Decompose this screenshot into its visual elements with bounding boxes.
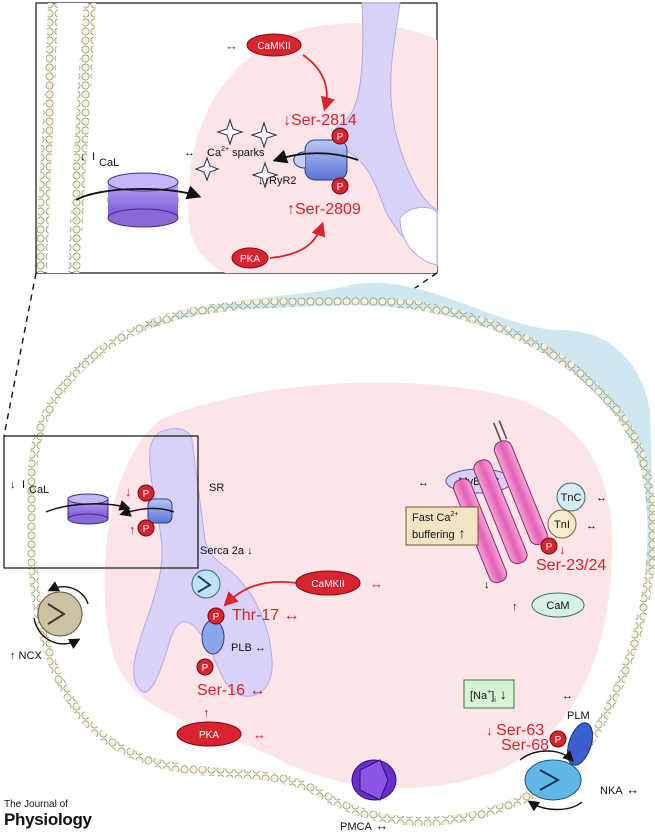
tnc-arrow: ↔ <box>596 492 607 504</box>
inset-ser2809: ↑Ser-2809 <box>287 201 361 218</box>
cell-ltype-channel <box>45 493 131 525</box>
spark-stars <box>194 118 279 189</box>
svg-text:P: P <box>555 735 562 746</box>
inset-phospho-bottom <box>331 177 349 195</box>
cell-phospho-ryr-top <box>137 484 155 502</box>
inset-ryr2-channel: P P <box>272 127 359 195</box>
cam-arrow: ↑ <box>512 601 518 613</box>
inset-ser2814: ↓Ser-2814 <box>283 112 357 129</box>
inset-phospho-top <box>331 127 349 145</box>
cell-pka-arrow: ↔ <box>253 727 266 742</box>
camkii-to-plb-arrow <box>223 581 298 607</box>
inset-camkii-pill <box>246 33 302 57</box>
journal-logo-line1: The Journal of <box>4 799 68 810</box>
tnc-subunit <box>556 482 586 512</box>
svg-text:P: P <box>143 489 150 500</box>
thr17-label: Thr-17 ↔ <box>232 607 300 624</box>
inset-ical-arrow: ↓ <box>80 151 86 163</box>
ser68-label: Ser-68 <box>501 737 549 754</box>
phospho-ser16 <box>196 658 214 676</box>
myofilament-down-arrow: ↓ <box>484 579 490 591</box>
pmca-label: PMCA ↔ <box>340 818 388 833</box>
inset-camkii-to-ryr-arrow <box>302 54 335 112</box>
journal-logo-line2: Physiology <box>4 810 92 829</box>
zoom-box <box>3 435 199 569</box>
svg-text:P: P <box>337 182 344 193</box>
cell-ical-label: I <box>22 479 25 491</box>
inset-panel: ↓ I CaL ↔ Ca2+ sparks ↔ CaMKII ↓Ser-2814… <box>35 2 438 274</box>
cell-pka-label: PKA <box>199 730 219 741</box>
phospho-plm <box>549 730 567 748</box>
ncx-exchanger <box>33 581 89 649</box>
cell-camkii-arrow: ↔ <box>370 576 383 591</box>
pka-up-arrow: ↑ <box>203 705 210 720</box>
cell-ryr2-channel: ↓ P ↑ P <box>119 484 175 537</box>
svg-text:P: P <box>546 542 553 553</box>
tni-arrow: ↔ <box>586 520 597 532</box>
cell-camkii-label: CaMKII <box>311 579 344 590</box>
na-label: [Na+]i ↓ <box>470 686 507 704</box>
cell-phospho-ryr-bottom <box>137 519 155 537</box>
ncx-label: ↑ NCX <box>10 650 42 662</box>
inset-pka-label: PKA <box>240 254 260 265</box>
inset-ical-label: I <box>92 151 95 163</box>
tni-down-arrow: ↓ <box>559 542 566 557</box>
thin-filament <box>453 420 548 584</box>
buffering-line2: buffering ↑ <box>412 525 466 541</box>
tni-label: TnI <box>554 519 570 531</box>
na-box <box>463 679 515 709</box>
cell-pka-pill <box>176 721 242 747</box>
zoom-line-left <box>3 272 37 437</box>
phospho-thr17 <box>207 607 225 625</box>
buffering-box <box>405 506 479 546</box>
svg-text:↓: ↓ <box>125 484 132 499</box>
inset-ical-sub: CaL <box>99 157 119 169</box>
sr-label: SR <box>209 482 224 494</box>
svg-text:P: P <box>143 524 150 535</box>
inset-sparks-label: Ca2+ sparks <box>207 146 265 159</box>
mybpc-arrow: ↔ <box>418 477 429 489</box>
phospho-tni <box>540 537 558 555</box>
cell-camkii-pill <box>295 570 361 596</box>
journal-logo: The Journal of Physiology <box>4 799 92 829</box>
nka-pump <box>519 750 583 812</box>
svg-text:P: P <box>202 663 209 674</box>
ser63-label: ↓ Ser-63 <box>486 722 544 739</box>
inset-pka-pill <box>231 247 269 269</box>
cell-ical-arrow: ↓ <box>10 479 16 491</box>
tnc-label: TnC <box>561 492 582 504</box>
inset-ryr2-label: ↓↓RyR2 <box>258 175 297 187</box>
serca-label: Serca 2a ↓ <box>200 545 253 557</box>
nka-label: NKA ↔ <box>600 782 639 797</box>
inset-sparks-arrows: ↔ <box>184 147 195 159</box>
svg-text:P: P <box>337 132 344 143</box>
inset-pka-to-ryr-arrow <box>269 221 326 259</box>
buffering-line1: Fast Ca2+ <box>412 511 459 524</box>
svg-text:↑: ↑ <box>129 522 136 537</box>
plm-arrow: ↔ <box>562 690 573 702</box>
plb-protein: P P <box>196 607 225 676</box>
inset-ltype-channel <box>75 172 202 228</box>
tni-subunit <box>547 509 577 539</box>
cam-pill <box>531 592 585 618</box>
inset-camkii-arrow: ↔ <box>225 38 238 53</box>
cell-ical-sub: CaL <box>29 484 49 496</box>
ser16-label: Ser-16 ↔ <box>197 682 265 699</box>
svg-text:P: P <box>213 612 220 623</box>
cam-label: CaM <box>546 600 569 612</box>
pmca-pump <box>351 759 397 801</box>
inset-camkii-label: CaMKII <box>257 41 290 52</box>
plb-label: PLB ↔ <box>231 642 266 654</box>
serca-pump <box>191 569 221 599</box>
plm-label: PLM <box>567 710 590 722</box>
ser2324-label: Ser-23/24 <box>536 557 606 574</box>
